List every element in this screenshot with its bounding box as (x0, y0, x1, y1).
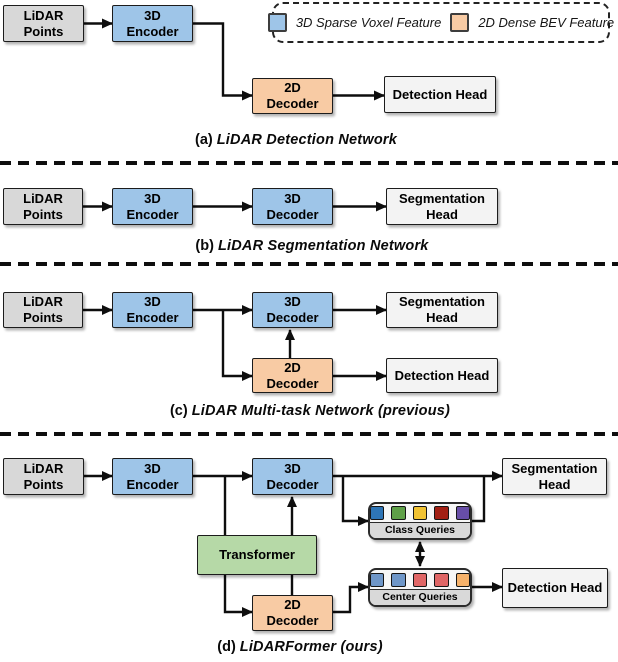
node-detection-head-c: Detection Head (386, 358, 498, 393)
class-query-token-icon (391, 506, 406, 520)
voxel-feature-swatch-icon (267, 13, 287, 32)
caption-a: (a)LiDAR Detection Network (195, 132, 397, 148)
node-3d-decoder-c: 3D Decoder (252, 292, 333, 328)
separator-2 (0, 262, 618, 266)
node-detection-head-d: Detection Head (502, 568, 608, 608)
node-lidar-points-c: LiDAR Points (3, 292, 83, 328)
node-2d-decoder-c: 2D Decoder (252, 358, 333, 393)
class-query-token-icon (455, 506, 470, 520)
class-query-token-icon (434, 506, 449, 520)
node-3d-encoder-c: 3D Encoder (112, 292, 193, 328)
wires-section-d (84, 471, 503, 617)
center-query-token-icon (370, 572, 385, 587)
node-3d-decoder-d: 3D Decoder (252, 458, 333, 495)
center-query-token-icon (412, 572, 428, 587)
node-3d-encoder-d: 3D Encoder (112, 458, 193, 495)
caption-a-title: LiDAR Detection Network (216, 132, 397, 148)
class-query-token-icon (370, 506, 385, 520)
caption-d: (d)LiDARFormer (ours) (217, 639, 382, 655)
caption-c-index: (c) (169, 403, 188, 419)
center-query-token-icon (434, 572, 449, 587)
center-query-token-icon (455, 572, 470, 587)
caption-d-title: LiDARFormer (ours) (239, 639, 383, 655)
node-2d-decoder-d: 2D Decoder (252, 595, 333, 631)
node-3d-encoder-b: 3D Encoder (112, 188, 193, 225)
center-query-token-icon (391, 572, 406, 587)
center-queries-tokens (370, 570, 470, 589)
node-3d-encoder-a: 3D Encoder (112, 5, 193, 42)
caption-c-title: LiDAR Multi-task Network (previous) (191, 403, 451, 419)
wires-section-a (84, 18, 385, 101)
node-lidar-points-a: LiDAR Points (3, 5, 84, 42)
node-segmentation-head-b: Segmentation Head (386, 188, 498, 225)
center-queries-label: Center Queries (370, 589, 470, 605)
class-queries-box: Class Queries (368, 502, 472, 540)
legend: 3D Sparse Voxel Feature 2D Dense BEV Fea… (267, 2, 614, 43)
node-lidar-points-d: LiDAR Points (3, 458, 84, 495)
class-queries-label: Class Queries (370, 522, 470, 538)
legend-label-bev: 2D Dense BEV Feature (478, 15, 615, 30)
node-segmentation-head-c: Segmentation Head (386, 292, 498, 328)
wires-section-c (83, 305, 387, 381)
class-queries-tokens (370, 504, 470, 522)
bev-feature-swatch-icon (450, 13, 470, 32)
node-transformer-d: Transformer (197, 535, 317, 575)
legend-label-voxel: 3D Sparse Voxel Feature (295, 15, 442, 30)
node-2d-decoder-a: 2D Decoder (252, 78, 333, 114)
caption-b-index: (b) (195, 238, 214, 254)
caption-d-index: (d) (217, 639, 236, 655)
separator-1 (0, 161, 618, 165)
node-3d-decoder-b: 3D Decoder (252, 188, 333, 225)
caption-c: (c)LiDAR Multi-task Network (previous) (170, 403, 450, 419)
node-segmentation-head-d: Segmentation Head (502, 458, 607, 495)
caption-b-title: LiDAR Segmentation Network (217, 238, 429, 254)
caption-b: (b)LiDAR Segmentation Network (195, 238, 428, 254)
node-lidar-points-b: LiDAR Points (3, 188, 83, 225)
center-queries-box: Center Queries (368, 568, 472, 607)
separator-3 (0, 432, 618, 436)
caption-a-index: (a) (195, 132, 213, 148)
node-detection-head-a: Detection Head (384, 76, 496, 113)
class-query-token-icon (412, 506, 428, 520)
